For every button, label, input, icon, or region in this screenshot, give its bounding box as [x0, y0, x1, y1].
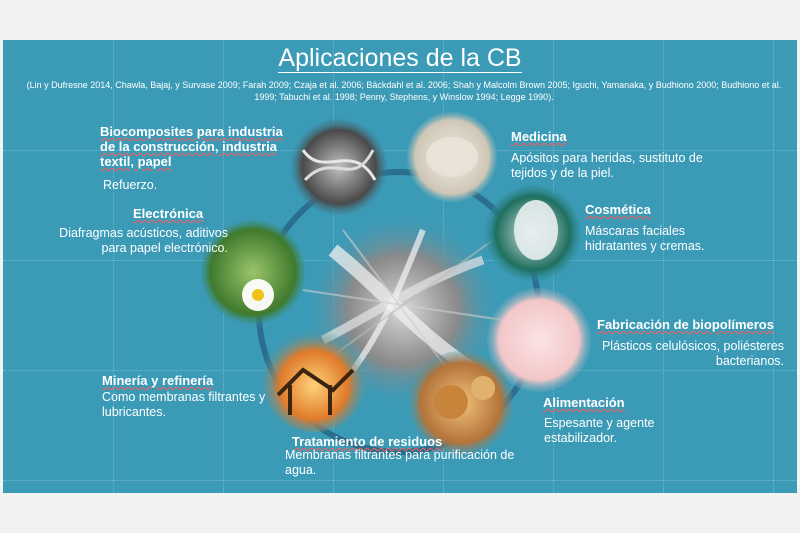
biopolimeros-image: [487, 288, 591, 392]
center-diagram: [201, 112, 591, 455]
cosmetica-image: [485, 185, 581, 281]
slide-title: Aplicaciones de la CB: [3, 44, 797, 73]
mineria-image: [262, 328, 366, 432]
biopolimeros-desc: Plásticos celulósicos, poliésteres bacte…: [601, 339, 784, 368]
mineria-desc: Como membranas filtrantes y lubricantes.: [102, 390, 266, 419]
tratamiento-heading: Tratamiento de residuos: [292, 434, 443, 449]
cosmetica-heading: Cosmética: [585, 202, 651, 217]
electronica-image: [201, 220, 305, 324]
electronica-desc: Diafragmas acústicos, aditivos para pape…: [59, 226, 228, 255]
alimentacion-heading: Alimentación: [543, 395, 625, 410]
slide: Aplicaciones de la CB (Lin y Dufresne 20…: [3, 40, 797, 493]
references: (Lin y Dufresne 2014, Chawla, Bajaj, y S…: [26, 80, 782, 102]
tratamiento-desc: Membranas filtrantes para purificación d…: [285, 448, 515, 477]
alimentacion-image: [409, 351, 513, 455]
alimentacion-desc: Espesante y agente estabilizador.: [544, 416, 655, 445]
slide-title-text: Aplicaciones de la CB: [278, 44, 522, 73]
biocomposites-heading: Biocomposites para industria de la const…: [100, 124, 283, 169]
medicina-heading: Medicina: [511, 129, 567, 144]
biocomposites-desc: Refuerzo.: [103, 178, 158, 192]
cosmetica-desc: Máscaras faciales hidratantes y cremas.: [585, 224, 705, 253]
electronica-heading: Electrónica: [133, 206, 204, 221]
medicina-image: [407, 112, 497, 202]
biocomposites-image: [291, 119, 387, 215]
mineria-heading: Minería y refinería: [102, 373, 214, 388]
biopolimeros-heading: Fabricación de biopolímeros: [597, 317, 774, 332]
medicina-desc: Apósitos para heridas, sustituto de teji…: [511, 151, 703, 180]
